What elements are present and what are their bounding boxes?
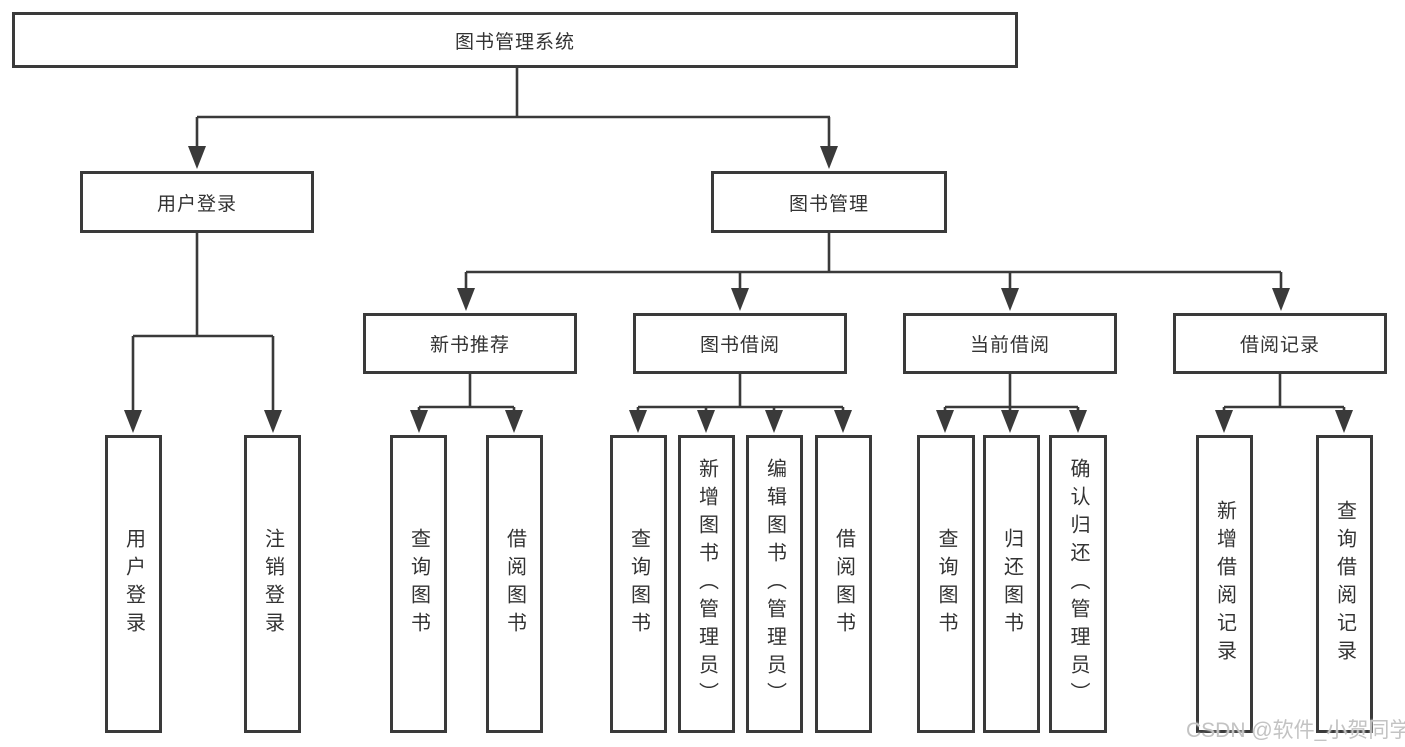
connector-current-to-leaves	[936, 374, 1087, 433]
leaf-borrow-query-book: 查询图书	[610, 435, 667, 733]
node-user-login: 用户登录	[80, 171, 314, 233]
node-system-root: 图书管理系统	[12, 12, 1018, 68]
leaf-recommend-query-book: 查询图书	[390, 435, 447, 733]
leaf-label: 新增借阅记录	[1213, 500, 1236, 668]
leaf-label: 查询图书	[627, 528, 650, 640]
connector-root-to-level2	[188, 68, 838, 169]
leaf-label: 注销登录	[261, 528, 284, 640]
leaf-label: 新增图书（管理员）	[695, 458, 718, 710]
leaf-current-query-book: 查询图书	[917, 435, 975, 733]
leaf-add-borrow-record: 新增借阅记录	[1196, 435, 1253, 733]
leaf-label: 借阅图书	[832, 528, 855, 640]
node-borrow-records: 借阅记录	[1173, 313, 1387, 374]
leaf-logout: 注销登录	[244, 435, 301, 733]
leaf-label: 查询图书	[407, 528, 430, 640]
csdn-watermark: CSDN @软件_小贺同学	[1186, 719, 1405, 742]
node-new-book-recommend: 新书推荐	[363, 313, 577, 374]
leaf-label: 编辑图书（管理员）	[763, 458, 786, 710]
connector-borrow-to-leaves	[629, 374, 852, 433]
leaf-label: 查询图书	[935, 528, 957, 640]
connector-records-to-leaves	[1215, 374, 1353, 433]
leaf-return-book: 归还图书	[983, 435, 1040, 733]
leaf-label: 用户登录	[122, 528, 145, 640]
connector-login-to-leaves	[124, 233, 282, 433]
leaf-recommend-borrow-book: 借阅图书	[486, 435, 543, 733]
leaf-label: 借阅图书	[503, 528, 526, 640]
connector-recommend-to-leaves	[410, 374, 523, 433]
node-book-borrow: 图书借阅	[633, 313, 847, 374]
leaf-user-login: 用户登录	[105, 435, 162, 733]
leaf-add-book-admin: 新增图书（管理员）	[678, 435, 735, 733]
node-current-borrow: 当前借阅	[903, 313, 1117, 374]
node-book-management: 图书管理	[711, 171, 947, 233]
leaf-confirm-return-admin: 确认归还（管理员）	[1049, 435, 1107, 733]
leaf-borrow-book: 借阅图书	[815, 435, 872, 733]
leaf-query-borrow-record: 查询借阅记录	[1316, 435, 1373, 733]
connector-mgmt-to-level3	[457, 233, 1290, 311]
leaf-edit-book-admin: 编辑图书（管理员）	[746, 435, 803, 733]
leaf-label: 确认归还（管理员）	[1067, 458, 1089, 710]
leaf-label: 归还图书	[1000, 528, 1023, 640]
leaf-label: 查询借阅记录	[1333, 500, 1356, 668]
